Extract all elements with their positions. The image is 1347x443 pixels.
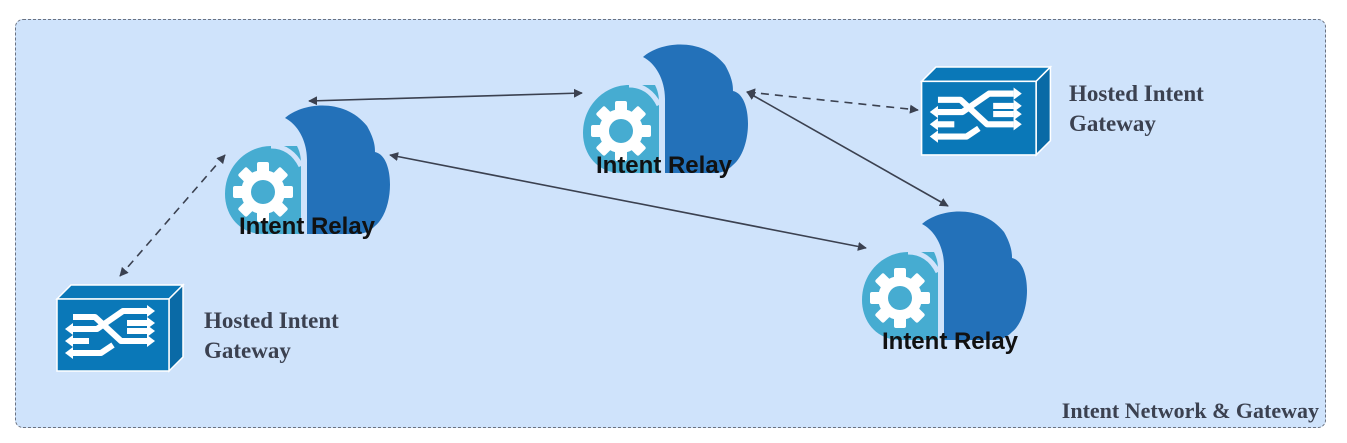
gateway-label-line1: Hosted Intent	[204, 308, 339, 333]
group-label: Intent Network & Gateway	[1061, 398, 1319, 423]
gateway-label-line2: Gateway	[204, 338, 291, 363]
gateway-label-line1: Hosted Intent	[1069, 81, 1204, 106]
relay-label: Intent Relay	[238, 213, 376, 240]
gateway-label-line2: Gateway	[1069, 111, 1156, 136]
relay-label: Intent Relay	[595, 152, 733, 179]
relay-label: Intent Relay	[881, 328, 1019, 355]
